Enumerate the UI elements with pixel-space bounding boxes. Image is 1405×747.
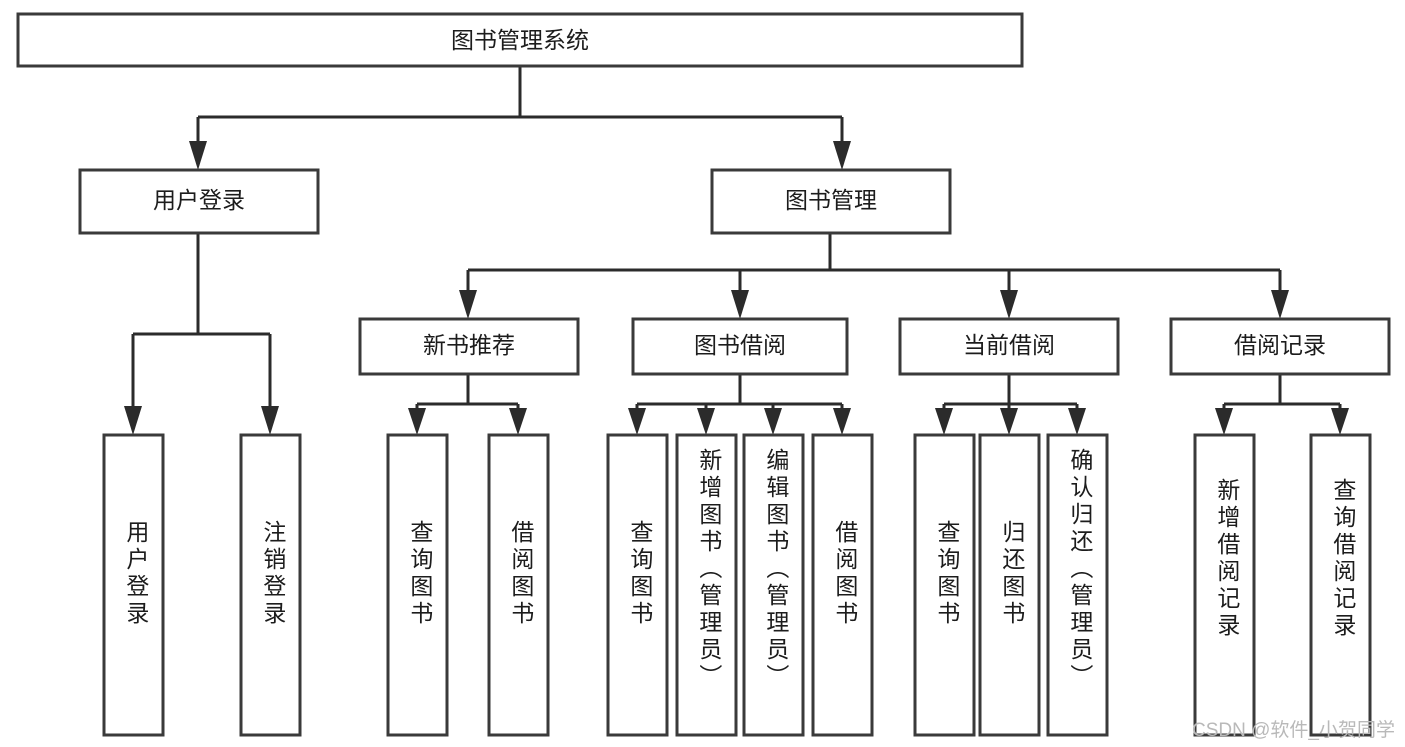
node-user-login[interactable]: 用户登录: [78, 168, 320, 235]
node-leaf-user-login[interactable]: 用户登录: [102, 433, 165, 737]
csdn-watermark: CSDN @软件_小贺同学: [1192, 720, 1395, 741]
node-leaf-add-record[interactable]: 新增借阅记录: [1193, 433, 1256, 737]
connector-userlogin-to-leaves: [124, 233, 279, 435]
node-leaf-add-book[interactable]: 新增图书（管理员）: [675, 433, 738, 737]
node-leaf-query-book-2[interactable]: 查询图书: [606, 433, 669, 737]
node-leaf-user-login-label: 用户登录: [123, 520, 150, 628]
node-user-login-label: 用户登录: [153, 187, 245, 213]
connector-bookborrow-to-leaves: [628, 374, 851, 435]
connector-root-to-level2: [189, 66, 851, 170]
node-leaf-query-book-1-label: 查询图书: [407, 520, 434, 628]
connector-borrowrecord-to-leaves: [1215, 374, 1349, 435]
node-leaf-borrow-book-1[interactable]: 借阅图书: [487, 433, 550, 737]
node-leaf-query-book-3[interactable]: 查询图书: [913, 433, 976, 737]
node-leaf-borrow-book-1-label: 借阅图书: [508, 520, 535, 628]
node-leaf-confirm-return[interactable]: 确认归还（管理员）: [1046, 433, 1109, 737]
node-book-manage[interactable]: 图书管理: [710, 168, 952, 235]
node-book-manage-label: 图书管理: [785, 187, 877, 213]
node-leaf-return-book[interactable]: 归还图书: [978, 433, 1041, 737]
node-leaf-query-book-3-label: 查询图书: [934, 520, 961, 628]
node-leaf-user-logout-label: 注销登录: [260, 520, 287, 628]
node-leaf-query-record-label: 查询借阅记录: [1330, 478, 1357, 640]
node-leaf-query-book-2-label: 查询图书: [627, 520, 654, 628]
node-current-borrow-label: 当前借阅: [963, 332, 1055, 358]
node-leaf-edit-book[interactable]: 编辑图书（管理员）: [742, 433, 805, 737]
node-leaf-edit-book-label: 编辑图书（管理员）: [763, 448, 790, 691]
connector-bookmanage-to-level3: [459, 233, 1289, 319]
node-leaf-confirm-return-label: 确认归还（管理员）: [1067, 448, 1094, 691]
node-leaf-query-book-1[interactable]: 查询图书: [386, 433, 449, 737]
node-root[interactable]: 图书管理系统: [16, 12, 1024, 68]
connector-newbookrec-to-leaves: [408, 374, 527, 435]
node-borrow-record[interactable]: 借阅记录: [1169, 317, 1391, 376]
node-leaf-add-book-label: 新增图书（管理员）: [696, 448, 723, 691]
node-borrow-record-label: 借阅记录: [1234, 332, 1326, 358]
node-leaf-borrow-book-2[interactable]: 借阅图书: [811, 433, 874, 737]
node-leaf-user-logout[interactable]: 注销登录: [239, 433, 302, 737]
node-new-book-rec-label: 新书推荐: [423, 332, 515, 358]
node-current-borrow[interactable]: 当前借阅: [898, 317, 1120, 376]
node-leaf-query-record[interactable]: 查询借阅记录: [1309, 433, 1372, 737]
connector-currentborrow-to-leaves: [935, 374, 1086, 435]
node-leaf-return-book-label: 归还图书: [999, 520, 1026, 628]
node-root-label: 图书管理系统: [451, 27, 589, 53]
node-new-book-rec[interactable]: 新书推荐: [358, 317, 580, 376]
node-leaf-add-record-label: 新增借阅记录: [1214, 478, 1241, 640]
node-book-borrow[interactable]: 图书借阅: [631, 317, 849, 376]
node-leaf-borrow-book-2-label: 借阅图书: [832, 520, 859, 628]
node-book-borrow-label: 图书借阅: [694, 332, 786, 358]
